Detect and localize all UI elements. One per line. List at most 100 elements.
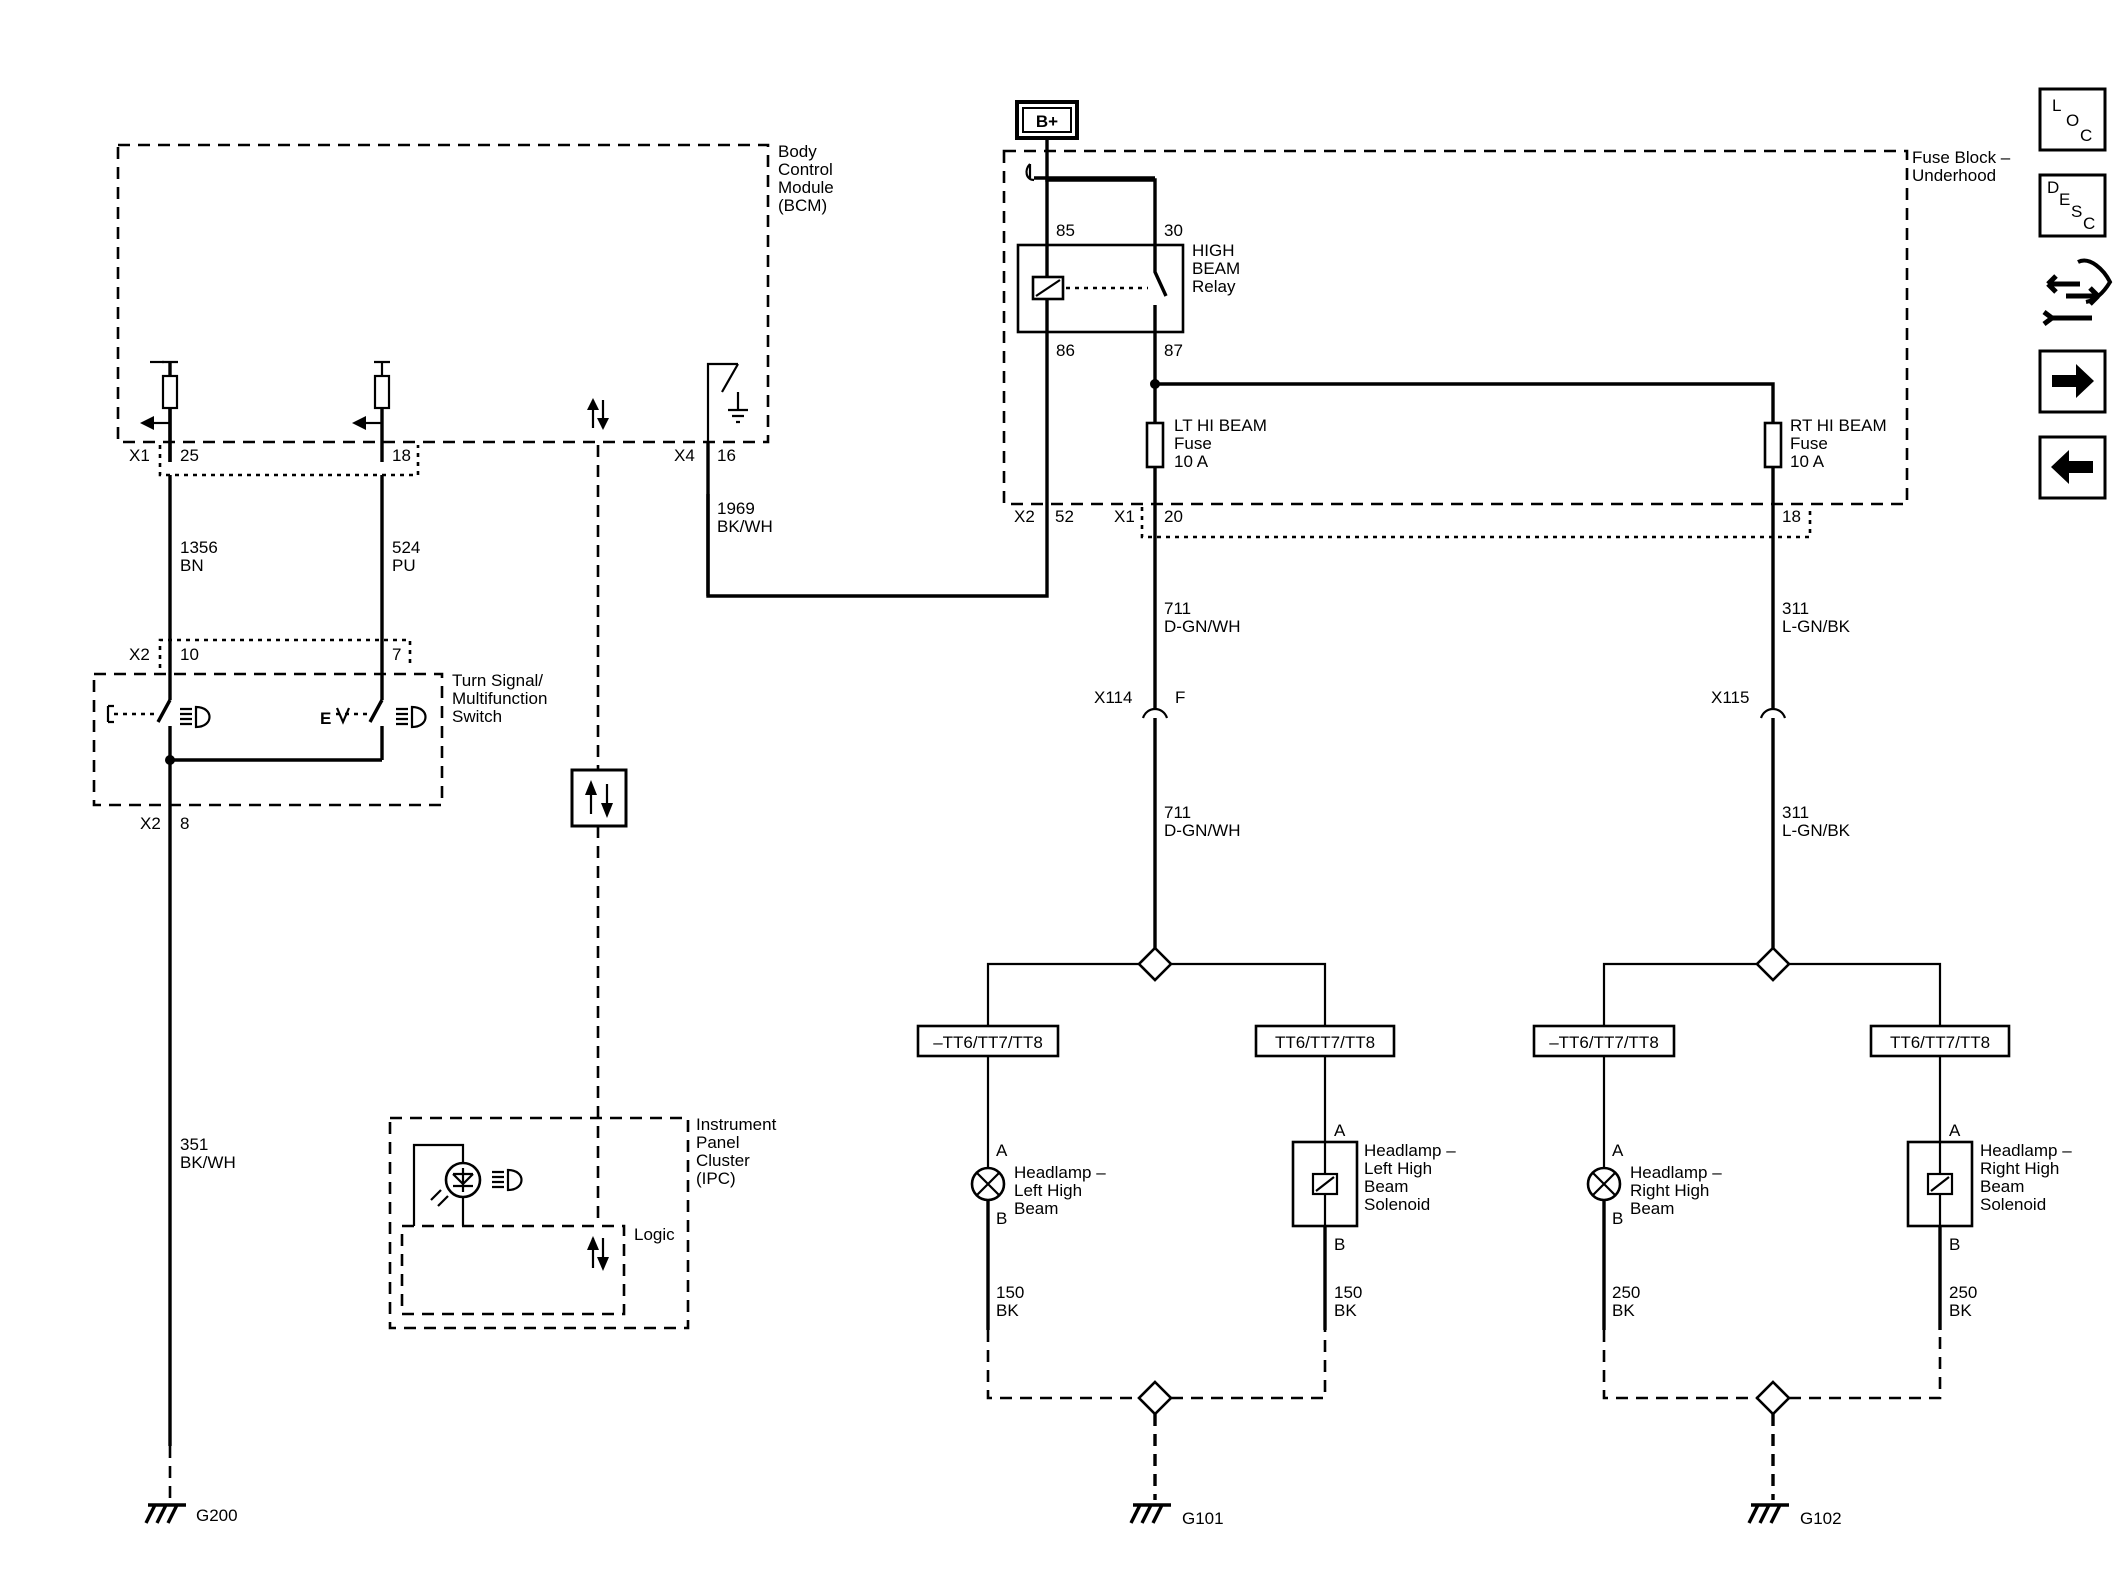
svg-text:Module: Module [778, 178, 834, 197]
bulb-right-high-beam [1586, 1166, 1622, 1202]
svg-text:X114: X114 [1094, 688, 1132, 707]
switch-label: Turn Signal/ Multifunction Switch [452, 671, 547, 726]
connector-x114 [1141, 707, 1169, 962]
svg-text:20: 20 [1164, 507, 1183, 526]
svg-text:Underhood: Underhood [1912, 166, 1996, 185]
relay-label: HIGH BEAM Relay [1192, 241, 1240, 296]
svg-text:351: 351 [180, 1135, 208, 1154]
svg-text:(IPC): (IPC) [696, 1169, 736, 1188]
wire-524-label: 524 PU [392, 538, 420, 575]
svg-text:B: B [1949, 1235, 1960, 1254]
splice-right [1755, 946, 1791, 982]
splice-left [1137, 946, 1173, 982]
ground-g200 [144, 1503, 186, 1524]
svg-text:Panel: Panel [696, 1133, 739, 1152]
svg-text:TT6/TT7/TT8: TT6/TT7/TT8 [1890, 1033, 1990, 1052]
svg-text:C: C [2083, 214, 2095, 233]
svg-text:87: 87 [1164, 341, 1183, 360]
svg-text:7: 7 [392, 645, 401, 664]
high-beam-indicator-icon [492, 1168, 523, 1192]
svg-text:BK: BK [1949, 1301, 1972, 1320]
svg-text:524: 524 [392, 538, 420, 557]
ground-g101 [1129, 1503, 1171, 1524]
bulb-left-high-beam [970, 1166, 1006, 1202]
previous-page-button[interactable] [2038, 435, 2107, 500]
svg-text:Headlamp –: Headlamp – [1364, 1141, 1456, 1160]
fuse-block-label: Fuse Block – Underhood [1912, 148, 2011, 185]
svg-text:X4: X4 [674, 446, 695, 465]
solenoid-right-high-beam [1906, 1140, 1974, 1228]
option-right-bulb [1532, 1024, 1676, 1058]
ipc-label: Instrument Panel Cluster (IPC) [696, 1115, 777, 1188]
svg-text:311: 311 [1782, 803, 1809, 822]
svg-text:Relay: Relay [1192, 277, 1236, 296]
arrow-right-icon [2052, 364, 2094, 398]
turn-signal-switch-box [92, 672, 444, 807]
svg-text:Right High: Right High [1980, 1159, 2059, 1178]
svg-text:E: E [320, 709, 331, 728]
wire-351-label: 351 BK/WH [180, 1135, 236, 1172]
svg-text:BN: BN [180, 556, 204, 575]
svg-text:86: 86 [1056, 341, 1075, 360]
svg-text:A: A [996, 1141, 1008, 1160]
switch-contact-7 [368, 699, 384, 760]
svg-text:Switch: Switch [452, 707, 502, 726]
svg-text:G200: G200 [196, 1506, 238, 1525]
rt-fuse-label: RT HI BEAM Fuse 10 A [1790, 416, 1887, 471]
svg-text:X1: X1 [129, 446, 150, 465]
svg-text:–TT6/TT7/TT8: –TT6/TT7/TT8 [933, 1033, 1043, 1052]
svg-text:1356: 1356 [180, 538, 218, 557]
solenoid-left-high-beam [1291, 1140, 1359, 1228]
switch-contact-10 [156, 699, 172, 760]
svg-text:Beam: Beam [1364, 1177, 1408, 1196]
ground-g102 [1747, 1503, 1789, 1524]
description-view-button[interactable]: D E S C [2038, 173, 2107, 238]
svg-text:Body: Body [778, 142, 817, 161]
svg-text:LT HI BEAM: LT HI BEAM [1174, 416, 1267, 435]
right-solenoid-label: Headlamp – Right High Beam Solenoid [1980, 1141, 2072, 1214]
option-left-solenoid [1254, 1024, 1396, 1058]
svg-text:25: 25 [180, 446, 199, 465]
svg-text:Multifunction: Multifunction [452, 689, 547, 708]
svg-text:Solenoid: Solenoid [1980, 1195, 2046, 1214]
svg-text:Fuse: Fuse [1790, 434, 1828, 453]
svg-text:311: 311 [1782, 599, 1809, 618]
svg-text:10 A: 10 A [1174, 452, 1209, 471]
splice-right-ground [1755, 1380, 1791, 1416]
splice-left-ground [1137, 1380, 1173, 1416]
fuse-block-x1-connector [1140, 507, 1812, 539]
diagnostic-tools-icon[interactable] [2042, 258, 2113, 326]
svg-text:10 A: 10 A [1790, 452, 1825, 471]
option-right-solenoid [1869, 1024, 2011, 1058]
bcm-low-side-driver [706, 362, 748, 442]
high-beam-indicator-led [430, 1161, 482, 1207]
svg-text:TT6/TT7/TT8: TT6/TT7/TT8 [1275, 1033, 1375, 1052]
svg-text:X1: X1 [1114, 507, 1135, 526]
svg-text:85: 85 [1056, 221, 1075, 240]
arrow-left-icon [2051, 450, 2093, 484]
left-solenoid-label: Headlamp – Left High Beam Solenoid [1364, 1141, 1456, 1214]
svg-text:X115: X115 [1711, 688, 1749, 707]
svg-text:L-GN/BK: L-GN/BK [1782, 617, 1851, 636]
ipc-logic-box [400, 1224, 626, 1316]
location-view-button[interactable]: L O C [2038, 87, 2107, 152]
next-page-button[interactable] [2038, 349, 2107, 414]
svg-text:BK/WH: BK/WH [717, 517, 773, 536]
wire-311-label-upper: 311 L-GN/BK [1782, 599, 1851, 636]
svg-text:Cluster: Cluster [696, 1151, 750, 1170]
wire-1356-label: 1356 BN [180, 538, 218, 575]
svg-text:Fuse Block –: Fuse Block – [1912, 148, 2011, 167]
right-bulb-label: Headlamp – Right High Beam [1630, 1163, 1722, 1218]
svg-text:B: B [1334, 1235, 1345, 1254]
svg-text:Control: Control [778, 160, 833, 179]
svg-text:G101: G101 [1182, 1509, 1224, 1528]
svg-text:E: E [2059, 190, 2070, 209]
lt-fuse-label: LT HI BEAM Fuse 10 A [1174, 416, 1267, 471]
svg-text:X2: X2 [140, 814, 161, 833]
ipc-box [388, 1116, 690, 1330]
wire-1969-label: 1969 BK/WH [717, 499, 773, 536]
svg-text:250: 250 [1949, 1283, 1977, 1302]
battery-label: B+ [1036, 112, 1058, 131]
rt-hi-beam-fuse [1763, 421, 1783, 469]
serial-data-symbol [570, 768, 628, 828]
